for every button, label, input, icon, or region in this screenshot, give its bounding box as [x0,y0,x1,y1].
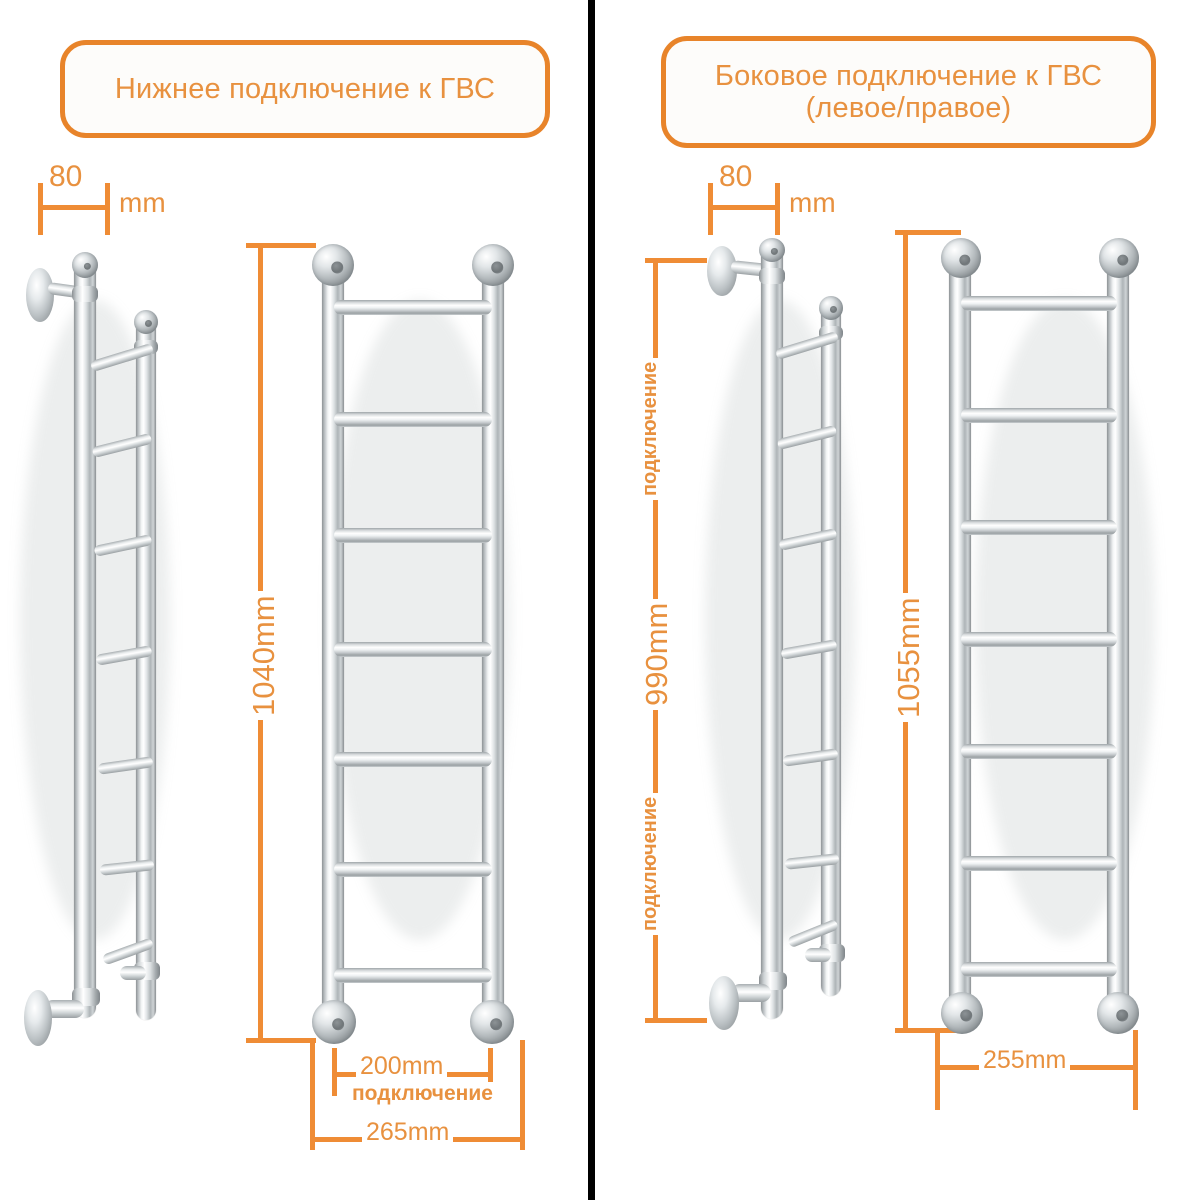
front-rung-4 [334,642,492,657]
front-rung-1 [334,300,492,315]
left-side-view [0,0,240,1200]
front-rung-3 [334,528,492,543]
front-rail-right [482,250,504,1040]
right-side-tick-top [645,258,707,263]
left-265-tick-right [520,1040,525,1150]
left-height-tick-bottom [246,1038,316,1043]
front-rung-3 [961,520,1117,535]
right-front-view [935,0,1195,1200]
front-rung-4 [961,632,1117,647]
right-side-tick-bottom [645,1018,707,1023]
front-rail-left [322,250,344,1040]
left-200-sublabel: подключение [348,1082,497,1106]
left-front-view [300,0,550,1200]
rail-collar-top [759,268,785,284]
connector-arm-lower [44,1000,84,1018]
connector-arm-lower [731,984,771,1002]
right-height-tick-top [895,230,961,235]
front-cap-top-right [472,244,514,286]
front-cap-bottom-right [1097,992,1139,1034]
rail-cap-top [759,238,785,262]
wall-flange-upper [26,268,54,322]
front-rung-1 [961,296,1117,311]
front-cap-bottom-left [312,1000,356,1044]
right-side-bottom-label: подключение [639,792,662,935]
connector-arm-rear-lower [120,966,146,980]
left-height-label: 1040mm [246,591,282,720]
rail-cap-rear-top [819,296,843,320]
front-rung-5 [961,744,1117,759]
wall-flange-lower [24,990,52,1046]
front-rung-2 [334,412,492,427]
front-rung-6 [961,856,1117,871]
right-255-tick-left [935,1030,940,1110]
front-cap-top-right [1099,238,1139,278]
right-title-line-1: Боковое подключение к ГВС [714,59,1103,92]
front-rung-2 [961,408,1117,423]
right-255-tick-right [1133,1030,1138,1110]
side-rail-front [761,244,783,1019]
right-side-top-label: подключение [639,357,662,500]
right-side-middle-label: 990mm [639,598,675,710]
left-depth-value: 80 [47,160,85,194]
left-depth-unit: mm [115,187,170,219]
front-rung-7 [334,968,492,983]
front-cap-top-left [312,244,354,286]
rail-cap-rear-top [134,310,158,334]
rail-cap-top [72,252,98,278]
front-cap-bottom-right [470,1000,514,1044]
left-200-label: 200mm [356,1052,448,1081]
right-side-view [675,0,915,1200]
panel-divider [588,0,595,1200]
side-rail-rear [136,320,156,1020]
side-rail-front [74,258,96,1018]
left-265-label: 265mm [362,1118,454,1147]
front-rung-7 [961,962,1117,977]
front-rung-6 [334,862,492,877]
right-depth-value: 80 [717,160,755,194]
front-cap-bottom-left [941,992,983,1034]
left-panel: Нижнее подключение к ГВС 80 mm [0,0,588,1200]
left-panel-title: Нижнее подключение к ГВС [60,40,550,138]
right-height-label: 1055mm [891,593,927,722]
right-depth-line [708,205,778,210]
left-title-line-1: Нижнее подключение к ГВС [114,72,496,105]
front-cap-top-left [941,238,981,278]
wall-flange-lower [709,976,739,1030]
connector-arm-rear-lower [805,948,831,962]
right-255-label: 255mm [979,1046,1071,1075]
front-rail-left [949,250,971,1032]
right-panel: Боковое подключение к ГВС (левое/правое)… [595,0,1200,1200]
right-depth-unit: mm [785,187,840,219]
front-rail-right [1107,250,1129,1032]
right-panel-title: Боковое подключение к ГВС (левое/правое) [661,36,1156,148]
right-title-line-2: (левое/правое) [805,92,1012,124]
left-depth-line [38,205,108,210]
left-265-tick-left [310,1040,315,1150]
front-rung-5 [334,752,492,767]
right-height-tick-bottom [895,1028,961,1033]
left-height-tick-top [246,243,316,248]
rail-collar-top [72,286,98,302]
